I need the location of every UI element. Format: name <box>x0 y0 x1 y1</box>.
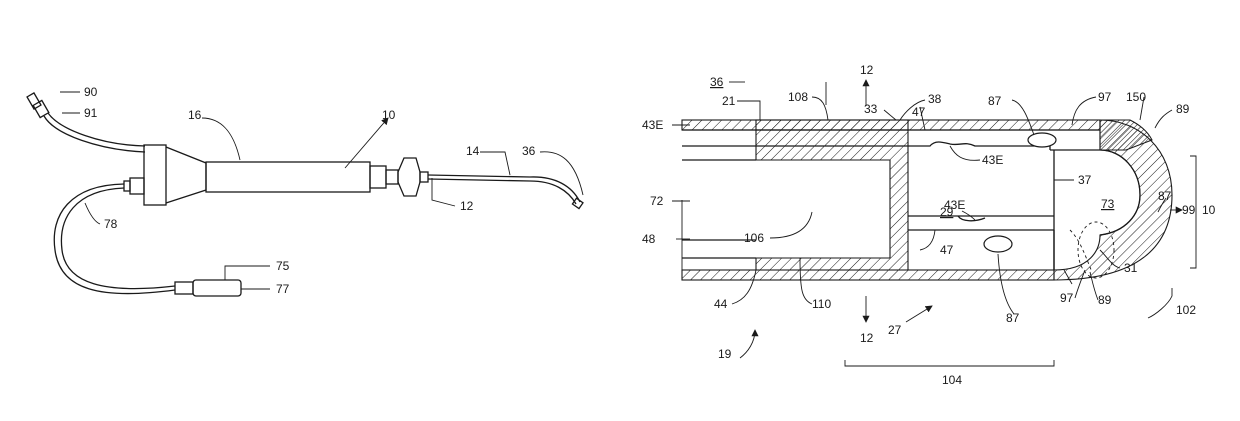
label-38: 38 <box>928 92 942 106</box>
label-19: 19 <box>718 347 732 361</box>
label-97-top: 97 <box>1098 90 1112 104</box>
label-110: 110 <box>812 297 831 311</box>
label-89-bottom: 89 <box>1098 293 1112 307</box>
label-12-bottom: 12 <box>860 331 874 345</box>
label-104: 104 <box>942 373 962 387</box>
connector-75-77 <box>175 280 241 296</box>
label-31: 31 <box>1124 261 1138 275</box>
label-12: 12 <box>460 199 474 213</box>
label-29: 29 <box>940 205 954 219</box>
label-102: 102 <box>1176 303 1196 317</box>
label-90: 90 <box>84 85 98 99</box>
label-150: 150 <box>1126 90 1146 104</box>
label-77: 77 <box>276 282 290 296</box>
ball-87-bottom <box>984 236 1012 252</box>
label-87-top: 87 <box>988 94 1002 108</box>
label-87-bottom: 87 <box>1006 311 1020 325</box>
label-108: 108 <box>788 90 808 104</box>
outer-wall-bottom <box>682 270 1054 280</box>
label-43E-mid: 43E <box>982 153 1003 167</box>
label-48: 48 <box>642 232 656 246</box>
side-port <box>124 178 144 194</box>
label-27: 27 <box>888 323 902 337</box>
label-47-bottom: 47 <box>940 243 954 257</box>
label-106: 106 <box>744 231 764 245</box>
ball-87-top <box>1028 133 1056 147</box>
label-99: 99 <box>1182 203 1196 217</box>
label-75: 75 <box>276 259 290 273</box>
tip-cross-section-view: 36 12 21 108 33 38 47 87 97 150 89 43E 4… <box>642 63 1216 387</box>
label-97-bottom: 97 <box>1060 291 1074 305</box>
catheter-shaft-12 <box>428 175 583 209</box>
label-10-right: 10 <box>1202 203 1216 217</box>
label-47-top: 47 <box>912 105 926 119</box>
catheter-device-view: 90 91 16 10 14 36 12 78 75 77 <box>27 85 583 296</box>
label-72: 72 <box>650 194 664 208</box>
label-73: 73 <box>1101 197 1115 211</box>
label-36: 36 <box>522 144 536 158</box>
label-21: 21 <box>722 94 736 108</box>
tube-91 <box>44 116 145 152</box>
cable-78 <box>54 184 175 294</box>
label-14: 14 <box>466 144 480 158</box>
label-37: 37 <box>1078 173 1092 187</box>
label-36-underlined: 36 <box>710 75 724 89</box>
label-87-right: 87 <box>1158 189 1172 203</box>
label-78: 78 <box>104 217 118 231</box>
handle-16 <box>144 145 428 205</box>
label-89-top: 89 <box>1176 102 1190 116</box>
label-33: 33 <box>864 102 878 116</box>
label-16: 16 <box>188 108 202 122</box>
label-10: 10 <box>382 108 396 122</box>
label-12-top: 12 <box>860 63 874 77</box>
luer-connector-90 <box>27 93 49 118</box>
label-43E-left: 43E <box>642 118 663 132</box>
label-91: 91 <box>84 106 98 120</box>
label-44: 44 <box>714 297 728 311</box>
divider-block <box>756 130 908 270</box>
